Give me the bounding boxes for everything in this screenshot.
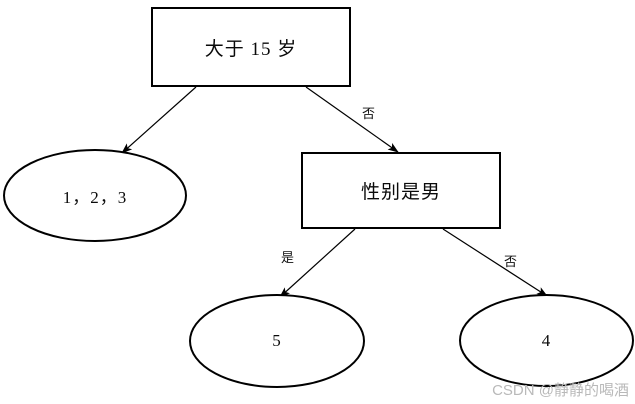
edge-label-e-n2-leaf3: 否 <box>504 254 518 269</box>
node-shape-leaf3 <box>459 294 634 387</box>
node-shape-leaf1 <box>3 149 187 242</box>
edge-label-e-n2-leaf2: 是 <box>281 250 295 265</box>
nodes-layer <box>3 7 634 388</box>
edges-layer <box>121 86 548 298</box>
edge-root-to-n2 <box>305 86 399 153</box>
edge-n2-to-leaf3 <box>442 228 548 297</box>
edge-n2-to-leaf2 <box>279 228 356 298</box>
edge-root-to-leaf1 <box>121 86 197 154</box>
node-shape-n2 <box>301 152 501 229</box>
node-shape-leaf2 <box>189 294 365 388</box>
edge-label-e-root-n2: 否 <box>362 106 376 121</box>
node-shape-root <box>151 7 351 87</box>
csdn-watermark: CSDN @静静的喝酒 <box>492 382 629 399</box>
